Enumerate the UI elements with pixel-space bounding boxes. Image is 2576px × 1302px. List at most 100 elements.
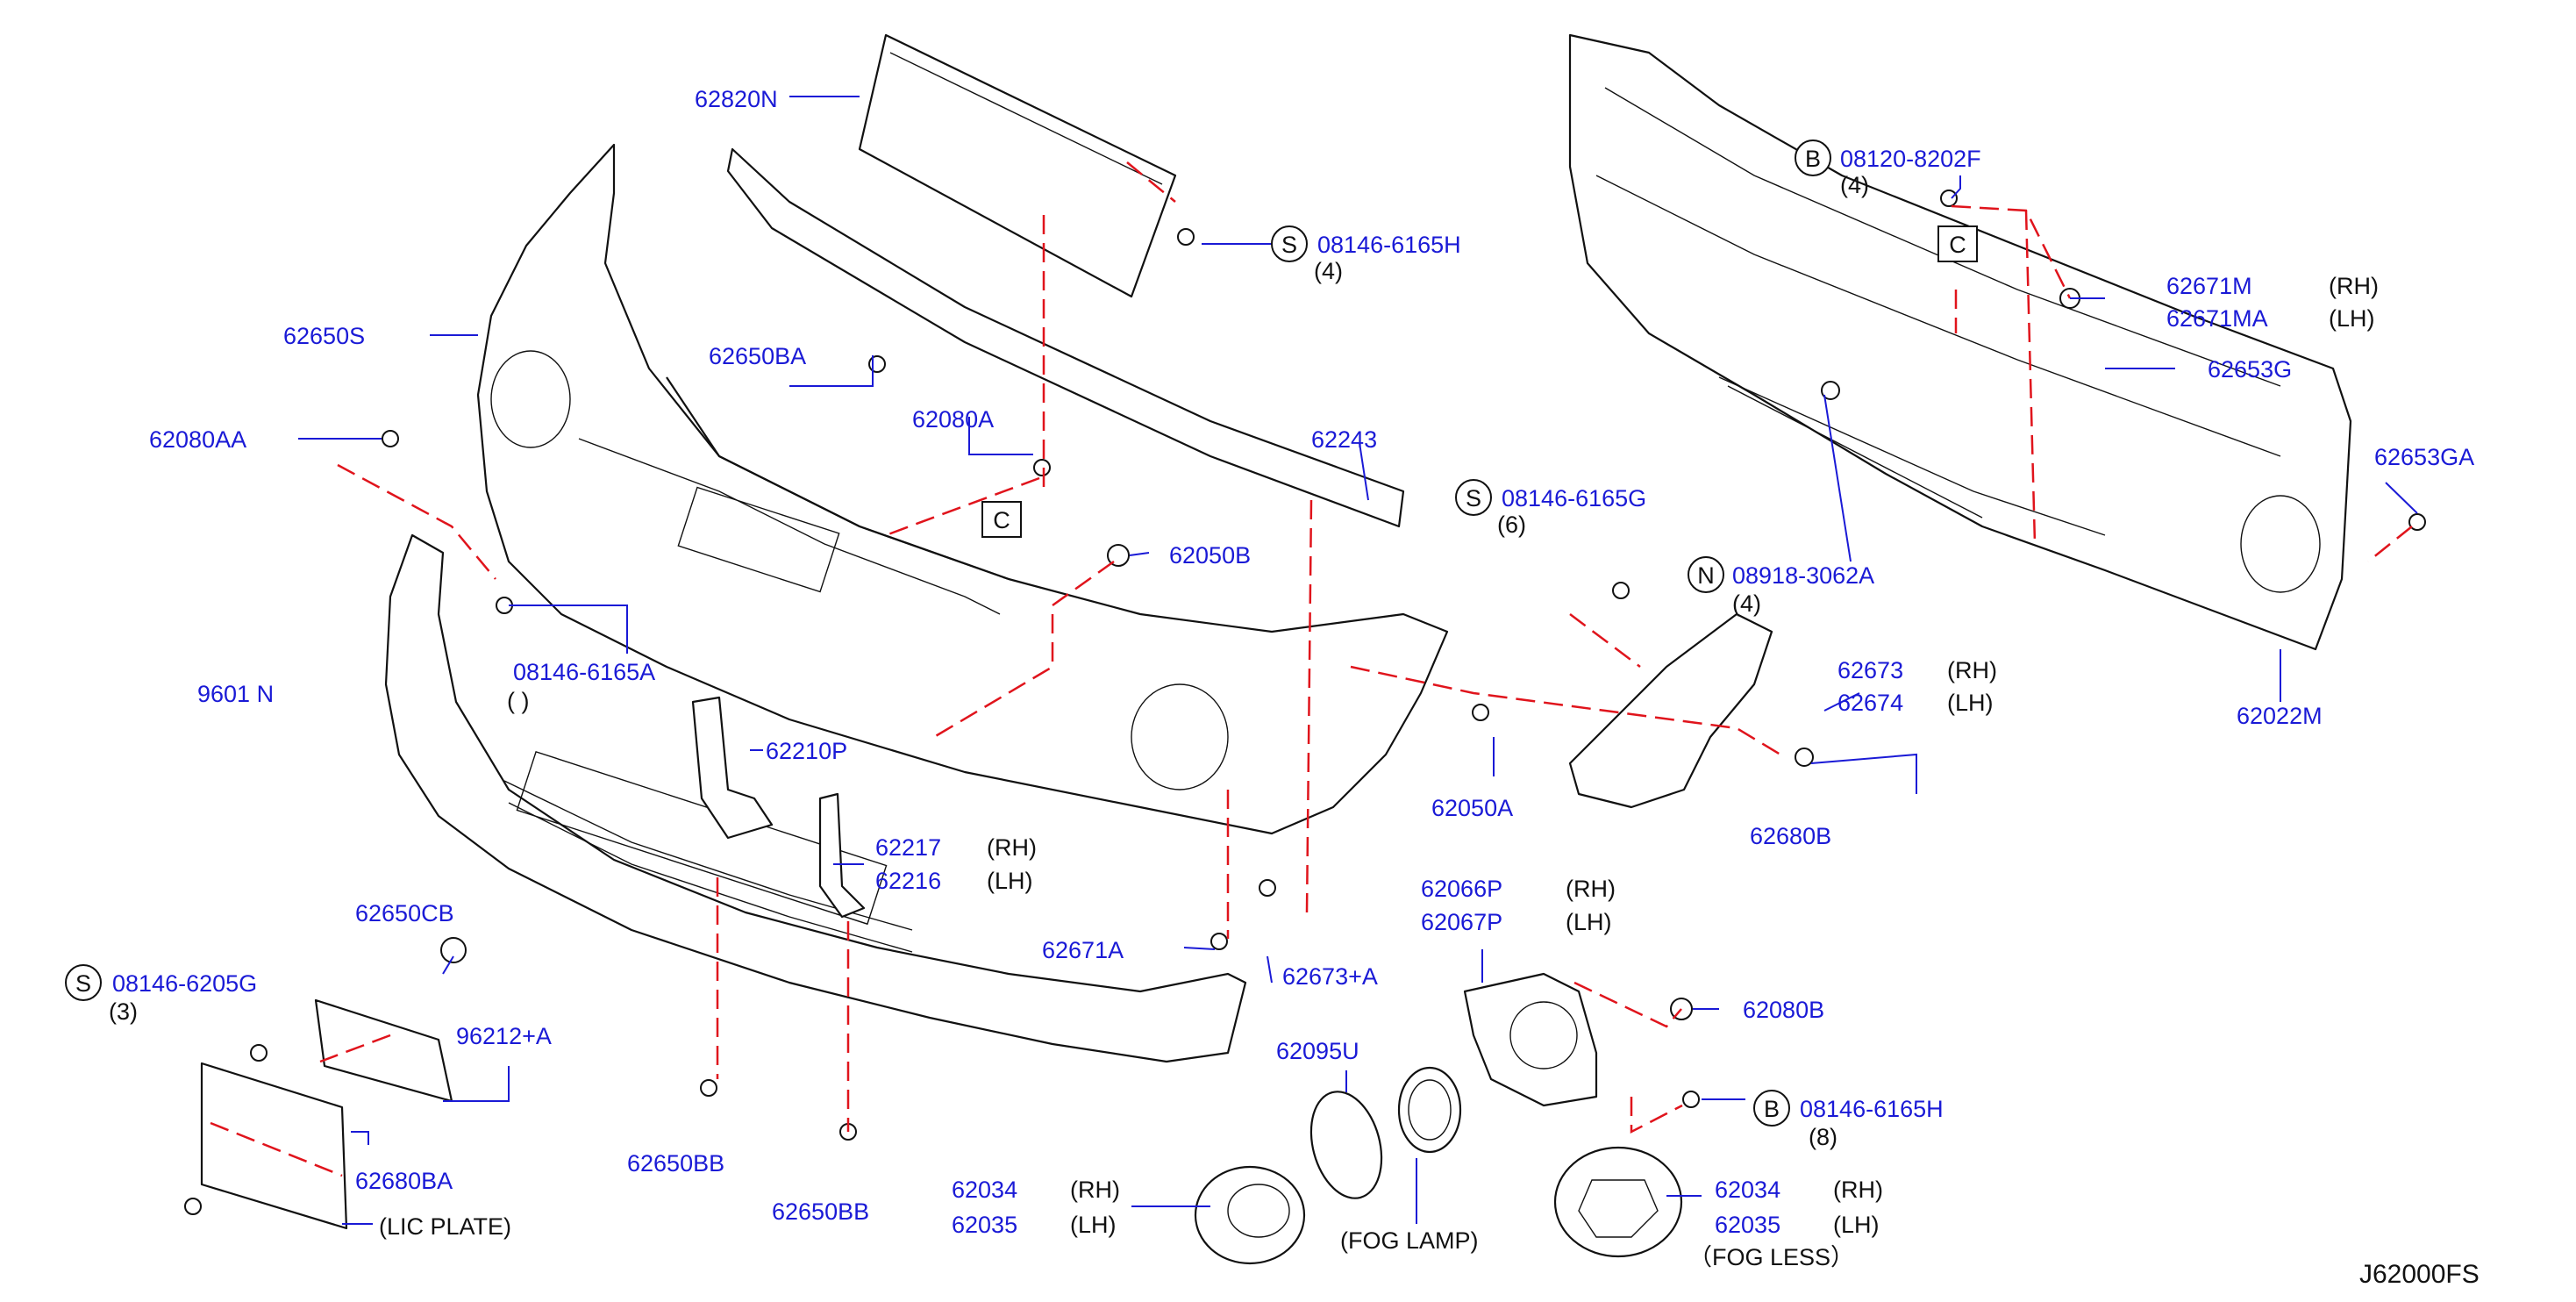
label-62650BA: 62650BA (709, 343, 806, 369)
svg-text:B: B (1764, 1096, 1780, 1122)
label-62671M: 62671M (2166, 273, 2252, 299)
diagram-code: J62000FS (2359, 1260, 2480, 1289)
label-62650BB-2: 62650BB (772, 1198, 869, 1225)
label-lic-plate: (LIC PLATE) (379, 1213, 511, 1240)
label-62674-partial: 62674 (1837, 690, 1903, 716)
label-62066P: 62066P (1421, 876, 1502, 902)
part-license-plate (200, 1062, 348, 1230)
label-62034-2-rh: (RH) (1833, 1177, 1883, 1203)
svg-text:B: B (1805, 146, 1821, 172)
symbol-b-08146-6165H-bottom: B (1753, 1090, 1790, 1127)
svg-text:S: S (1466, 485, 1481, 512)
label-08146-6165H-bottom: 08146-6165H (1800, 1096, 1944, 1122)
label-fog-less: （FOG LESS） (1688, 1244, 1854, 1270)
label-qty3: (3) (109, 998, 138, 1025)
dashed-guide-lines (210, 161, 2413, 1177)
label-62680BA: 62680BA (355, 1168, 453, 1194)
label-62216: 62216 (875, 868, 941, 894)
label-08146-6165G: 08146-6165G (1502, 485, 1646, 512)
svg-text:N: N (1697, 562, 1715, 589)
part-fog-lamp (1397, 1066, 1462, 1154)
symbol-n-08918-3062A: N (1688, 556, 1724, 593)
label-62050A: 62050A (1431, 795, 1513, 821)
label-62022M: 62022M (2237, 703, 2323, 729)
label-qty8: (8) (1809, 1124, 1837, 1150)
label-62080B: 62080B (1743, 997, 1824, 1023)
label-qty6: (6) (1497, 512, 1526, 538)
label-62035-1: 62035 (952, 1212, 1017, 1238)
label-62673A: 62673+A (1282, 963, 1378, 990)
label-62653G: 62653G (2208, 356, 2292, 383)
label-62217-rh: (RH) (987, 834, 1037, 861)
label-08146-6165A-partial: 08146-6165A (513, 659, 655, 685)
label-62673-rh: (RH) (1947, 657, 1997, 683)
label-62216-lh: (LH) (987, 868, 1033, 894)
symbol-s-08146-6165H-top: S (1271, 225, 1308, 262)
label-08146-6165H-top: 08146-6165H (1317, 232, 1461, 258)
label-62080AA: 62080AA (149, 426, 246, 453)
label-62050B: 62050B (1169, 542, 1251, 569)
part-62034-fog-cover-right (1553, 1146, 1683, 1258)
label-62034-2: 62034 (1715, 1177, 1780, 1203)
ref-box-c-right: C (1937, 225, 1978, 262)
label-qty4-top: (4) (1314, 258, 1343, 284)
label-62671MA: 62671MA (2166, 305, 2268, 332)
label-62067P-lh: (LH) (1566, 909, 1612, 935)
label-62035-1-lh: (LH) (1070, 1212, 1117, 1238)
part-62217-bracket (818, 792, 866, 919)
label-62674-lh: (LH) (1947, 690, 1994, 716)
label-62650CB: 62650CB (355, 900, 454, 926)
svg-text:S: S (75, 970, 91, 997)
part-62034-fog-cover-left (1194, 1165, 1306, 1265)
symbol-s-08146-6205G: S (65, 964, 102, 1001)
label-08918-3062A: 08918-3062A (1732, 562, 1874, 589)
label-08120-8202F: 08120-8202F (1840, 146, 1981, 172)
label-62671MA-lh: (LH) (2329, 305, 2375, 332)
fastener-screws (184, 190, 2426, 1215)
part-62022M-reinforcement (1568, 33, 2352, 651)
label-62095U: 62095U (1276, 1038, 1359, 1064)
part-62650S-upper-fascia (476, 143, 1449, 835)
part-62243-retainer (726, 147, 1405, 528)
part-62673-side-bracket (1568, 612, 1773, 809)
label-96212A: 96212+A (456, 1023, 552, 1049)
part-62210P-bracket (691, 696, 774, 840)
label-62820N: 62820N (695, 86, 778, 112)
label-62035-2: 62035 (1715, 1212, 1780, 1238)
label-62653GA: 62653GA (2374, 444, 2474, 470)
label-qty-partial: ( ) (507, 688, 529, 714)
label-62035-2-lh: (LH) (1833, 1212, 1880, 1238)
svg-text:C: C (993, 507, 1010, 533)
symbol-b-08120-8202F: B (1795, 140, 1831, 176)
symbol-s-08146-6165G: S (1455, 479, 1492, 516)
label-fog-lamp: (FOG LAMP) (1340, 1227, 1479, 1254)
svg-text:C: C (1949, 232, 1966, 258)
ref-box-c-left: C (981, 501, 1022, 538)
label-qty4-n: (4) (1732, 590, 1761, 617)
label-62066P-rh: (RH) (1566, 876, 1616, 902)
part-62820N-cover (858, 33, 1177, 298)
part-96212-plate-bracket (314, 998, 453, 1103)
label-08146-6205G: 08146-6205G (112, 970, 257, 997)
callout-labels: 62820N 62650S 62650BA 62080AA 62080A 622… (109, 86, 2474, 1270)
label-62650S: 62650S (283, 323, 365, 349)
label-62243: 62243 (1311, 426, 1377, 453)
label-62673-partial: 62673 (1837, 657, 1903, 683)
label-62650BB-1: 62650BB (627, 1150, 724, 1177)
svg-text:S: S (1281, 232, 1297, 258)
label-62080A: 62080A (912, 406, 994, 433)
part-62066P-fog-bracket (1463, 972, 1598, 1107)
label-62210P: 62210P (766, 738, 847, 764)
label-9601N: 9601 N (197, 681, 274, 707)
label-62671A: 62671A (1042, 937, 1124, 963)
part-62095U-gasket (1309, 1091, 1383, 1199)
label-62034-1: 62034 (952, 1177, 1017, 1203)
label-qty4-b: (4) (1840, 172, 1869, 198)
leader-lines (298, 96, 2418, 1225)
label-62671M-rh: (RH) (2329, 273, 2379, 299)
label-62217: 62217 (875, 834, 941, 861)
label-62680B: 62680B (1750, 823, 1831, 849)
label-62034-1-rh: (RH) (1070, 1177, 1120, 1203)
label-62067P: 62067P (1421, 909, 1502, 935)
